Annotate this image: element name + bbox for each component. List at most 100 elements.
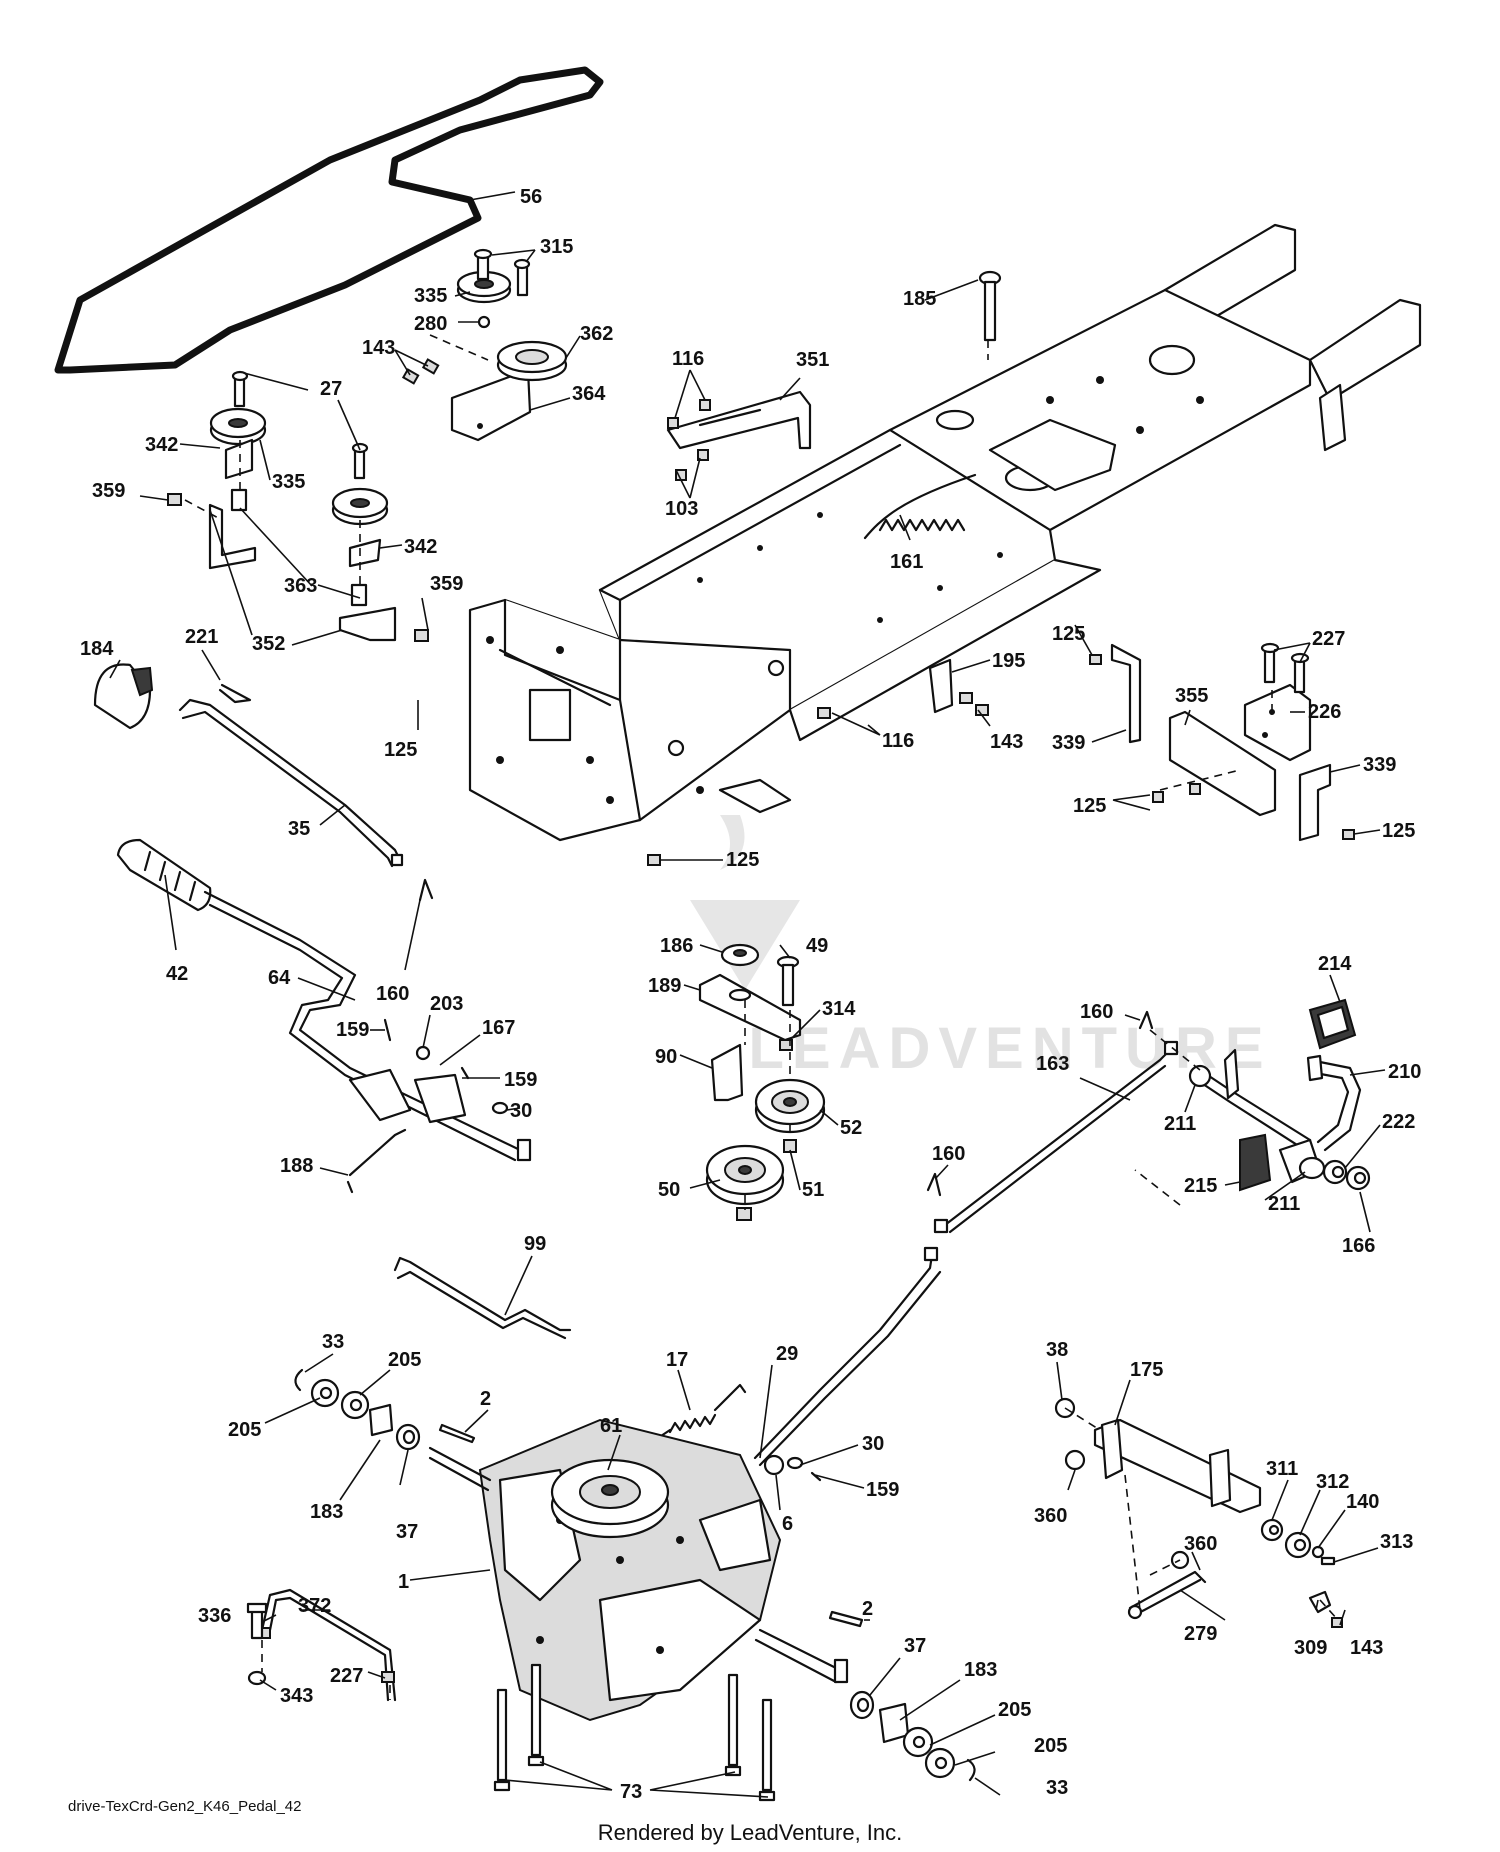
callout-359: 359 [430,573,463,595]
callout-335: 335 [414,285,447,307]
callout-355: 355 [1175,685,1208,707]
callout-185: 185 [903,288,936,310]
callout-61: 61 [600,1415,622,1437]
diagram-identifier: drive-TexCrd-Gen2_K46_Pedal_42 [68,1798,302,1815]
callout-343: 343 [280,1685,313,1707]
callout-labels: 56 315 335 280 362 143 364 27 342 335 35… [80,186,1421,1803]
callout-336: 336 [198,1605,231,1627]
callout-372: 372 [298,1595,331,1617]
bracket-195 [817,658,989,719]
bracket-226 [1243,683,1312,762]
pedal-210 [1306,1054,1362,1152]
callout-51: 51 [802,1179,824,1201]
plate-355 [1152,710,1277,817]
callout-29: 29 [776,1343,798,1365]
callout-140: 140 [1346,1491,1379,1513]
callout-360: 360 [1034,1505,1067,1527]
shaft-175 [1093,1418,1262,1514]
callout-205: 205 [998,1699,1031,1721]
callout-159: 159 [336,1019,369,1041]
callout-342: 342 [145,434,178,456]
callout-6: 6 [782,1513,793,1535]
rod-188 [346,1128,407,1194]
spacer-314 [779,1039,793,1051]
callout-342: 342 [404,536,437,558]
callout-125: 125 [1073,795,1106,817]
bracket-339-right [1089,654,1355,842]
callout-195: 195 [992,650,1025,672]
callout-184: 184 [80,638,114,660]
callout-364: 364 [572,383,606,405]
callout-351: 351 [796,349,829,371]
pulley-362 [496,340,568,382]
callout-52: 52 [840,1117,862,1139]
callout-359: 359 [92,480,125,502]
pulley-335-top [456,270,512,304]
callout-50: 50 [658,1179,680,1201]
callout-211: 211 [1164,1113,1196,1135]
callout-73: 73 [620,1781,642,1803]
callout-311: 311 [1266,1458,1298,1480]
callout-35: 35 [288,818,310,840]
flat-idler-50 [705,1144,785,1206]
hardware-6-30-159 [763,1454,822,1482]
callout-160: 160 [376,983,409,1005]
nuts-143-upper [401,358,440,385]
callout-314: 314 [822,998,856,1020]
idler-arm-189 [698,973,802,1042]
handle-grip-42 [116,838,212,912]
callout-360: 360 [1184,1533,1217,1555]
callout-125: 125 [1052,623,1085,645]
callout-90: 90 [655,1046,677,1068]
callout-17: 17 [666,1349,688,1371]
small-hardware-159-160-203-167-30 [383,878,509,1115]
callout-205: 205 [388,1349,421,1371]
callout-37: 37 [396,1521,418,1543]
callout-214: 214 [1318,953,1352,975]
render-credit: Rendered by LeadVenture, Inc. [597,1820,903,1845]
callout-189: 189 [648,975,681,997]
callout-205: 205 [1034,1735,1067,1757]
callout-210: 210 [1388,1061,1421,1083]
callout-183: 183 [310,1501,343,1523]
callout-183: 183 [964,1659,997,1681]
callout-160: 160 [932,1143,965,1165]
callout-227: 227 [330,1665,363,1687]
bushing-360 [1064,1449,1086,1471]
callout-103: 103 [665,498,698,520]
axle-hardware-left [294,1368,476,1451]
callout-159: 159 [504,1069,537,1091]
callout-37: 37 [904,1635,926,1657]
callout-205: 205 [228,1419,261,1441]
callout-221: 221 [185,626,218,648]
callout-49: 49 [806,935,828,957]
clip-309 [1308,1590,1343,1628]
callout-167: 167 [482,1017,515,1039]
drive-belt [54,66,604,374]
idler-pulley-52 [754,1078,826,1134]
callout-125: 125 [384,739,417,761]
callout-159: 159 [866,1479,899,1501]
pulley-335-right [331,487,389,526]
callout-99: 99 [524,1233,546,1255]
callout-2: 2 [480,1388,491,1410]
callout-188: 188 [280,1155,313,1177]
callout-30: 30 [510,1100,532,1122]
washers-222-166 [1322,1159,1371,1191]
callout-362: 362 [580,323,613,345]
bracket-351 [666,390,812,481]
bolts-227 [1260,642,1310,694]
callout-116: 116 [672,348,704,370]
callout-339: 339 [1052,732,1085,754]
callout-163: 163 [1036,1053,1069,1075]
callout-125: 125 [726,849,759,871]
spacer-280 [477,315,491,329]
callout-2: 2 [862,1598,873,1620]
callout-116: 116 [882,730,914,752]
clips-160-right [926,1010,1154,1197]
callout-186: 186 [660,935,693,957]
callout-33: 33 [1046,1777,1068,1799]
callout-1: 1 [398,1571,409,1593]
rod-99 [393,1256,572,1340]
